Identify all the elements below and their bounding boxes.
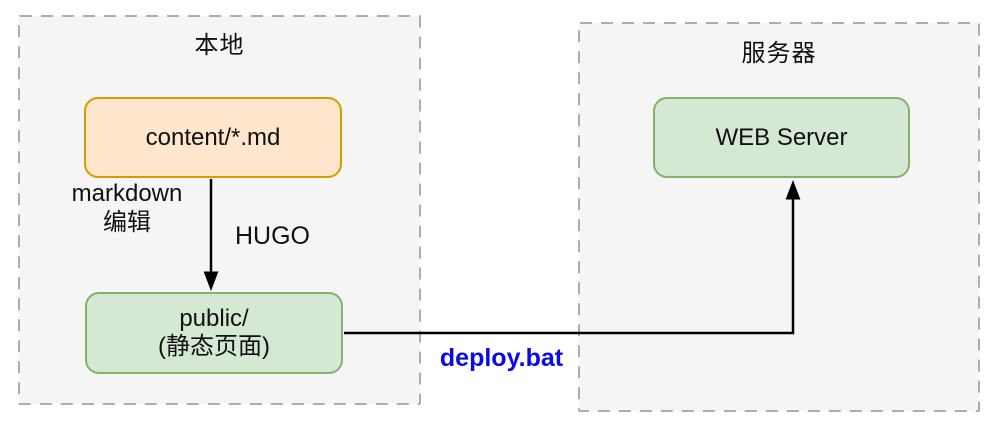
group-title-server: 服务器: [741, 40, 817, 67]
arrow-deploy-line: [344, 199, 795, 335]
node-public-label-line1: public/: [179, 305, 249, 332]
edge-label-deploy-bat: deploy.bat: [439, 344, 564, 372]
group-container-server: [578, 22, 980, 412]
edge-label-hugo: HUGO: [235, 222, 310, 250]
arrow-hugo-head: [203, 271, 219, 291]
edge-label-markdown-edit-line2: 编辑: [103, 209, 151, 236]
arrow-deploy-head: [785, 180, 801, 200]
node-public: public/ (静态页面): [85, 292, 343, 374]
edge-label-markdown-edit-line1: markdown: [71, 180, 183, 207]
node-content-md-label: content/*.md: [145, 123, 281, 151]
node-web-server-label: WEB Server: [715, 123, 848, 151]
node-public-label-line2: (静态页面): [158, 333, 270, 360]
group-title-local: 本地: [194, 32, 245, 59]
edge-label-markdown-edit: markdown 编辑: [52, 179, 202, 237]
node-content-md: content/*.md: [84, 97, 342, 178]
node-web-server: WEB Server: [653, 97, 910, 178]
